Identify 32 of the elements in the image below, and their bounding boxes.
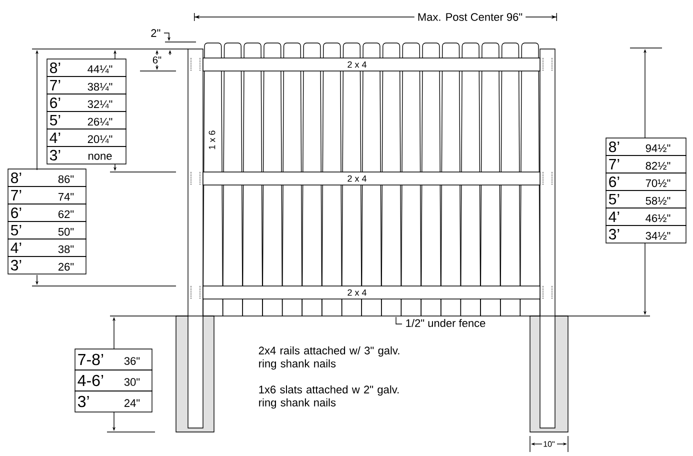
table-row: 3’ 24" — [74, 390, 152, 412]
table-row: 6’ 70½" — [606, 172, 686, 191]
rail-label: 2 x 4 — [348, 175, 366, 182]
dimension-text: 10" — [544, 441, 555, 447]
table-row: 3’ 26" — [8, 256, 86, 274]
dimension-text: 2" — [151, 29, 160, 37]
table-row: 4-6’ 30" — [74, 370, 152, 392]
table-row: 6’ 32¼" — [46, 94, 126, 112]
note-text: 2x4 rails attached w/ 3" galv. ring shank nails — [258, 346, 400, 370]
dimension-text: 1/2" under fence — [406, 318, 486, 328]
table-row: 3’ none — [46, 146, 126, 164]
table-row: 7-8’ 36" — [74, 348, 152, 370]
table-row: 4’ 38" — [8, 238, 86, 257]
rail-label: 2 x 4 — [348, 289, 366, 296]
rail-label: 2 x 4 — [348, 61, 366, 68]
table-row: 7’ 74" — [8, 186, 86, 204]
table-row: 5’ 26¼" — [46, 111, 126, 130]
table-row: 4’ 20¼" — [46, 128, 126, 147]
table-row: 7’ 38¼" — [46, 76, 126, 94]
note-text: 1x6 slats attached w 2" galv. ring shank nails — [259, 385, 399, 409]
table-row: 4’ 46½" — [606, 208, 686, 226]
table-row: 8’ 44¼" — [46, 58, 126, 77]
table-row: 5’ 50" — [8, 221, 86, 240]
table-row: 6’ 62" — [8, 204, 86, 222]
table-row: 8’ 86" — [8, 168, 86, 187]
table-row: 5’ 58½" — [606, 190, 686, 208]
dimension-text: 6" — [152, 56, 162, 64]
table-row: 8’ 94½" — [606, 138, 686, 156]
table-row: 3’ 34½" — [606, 225, 686, 244]
dimension-text: Max. Post Center 96" — [414, 10, 526, 24]
table-row: 7’ 82½" — [606, 155, 686, 174]
dimension-text: 1 x 6 — [208, 130, 216, 150]
